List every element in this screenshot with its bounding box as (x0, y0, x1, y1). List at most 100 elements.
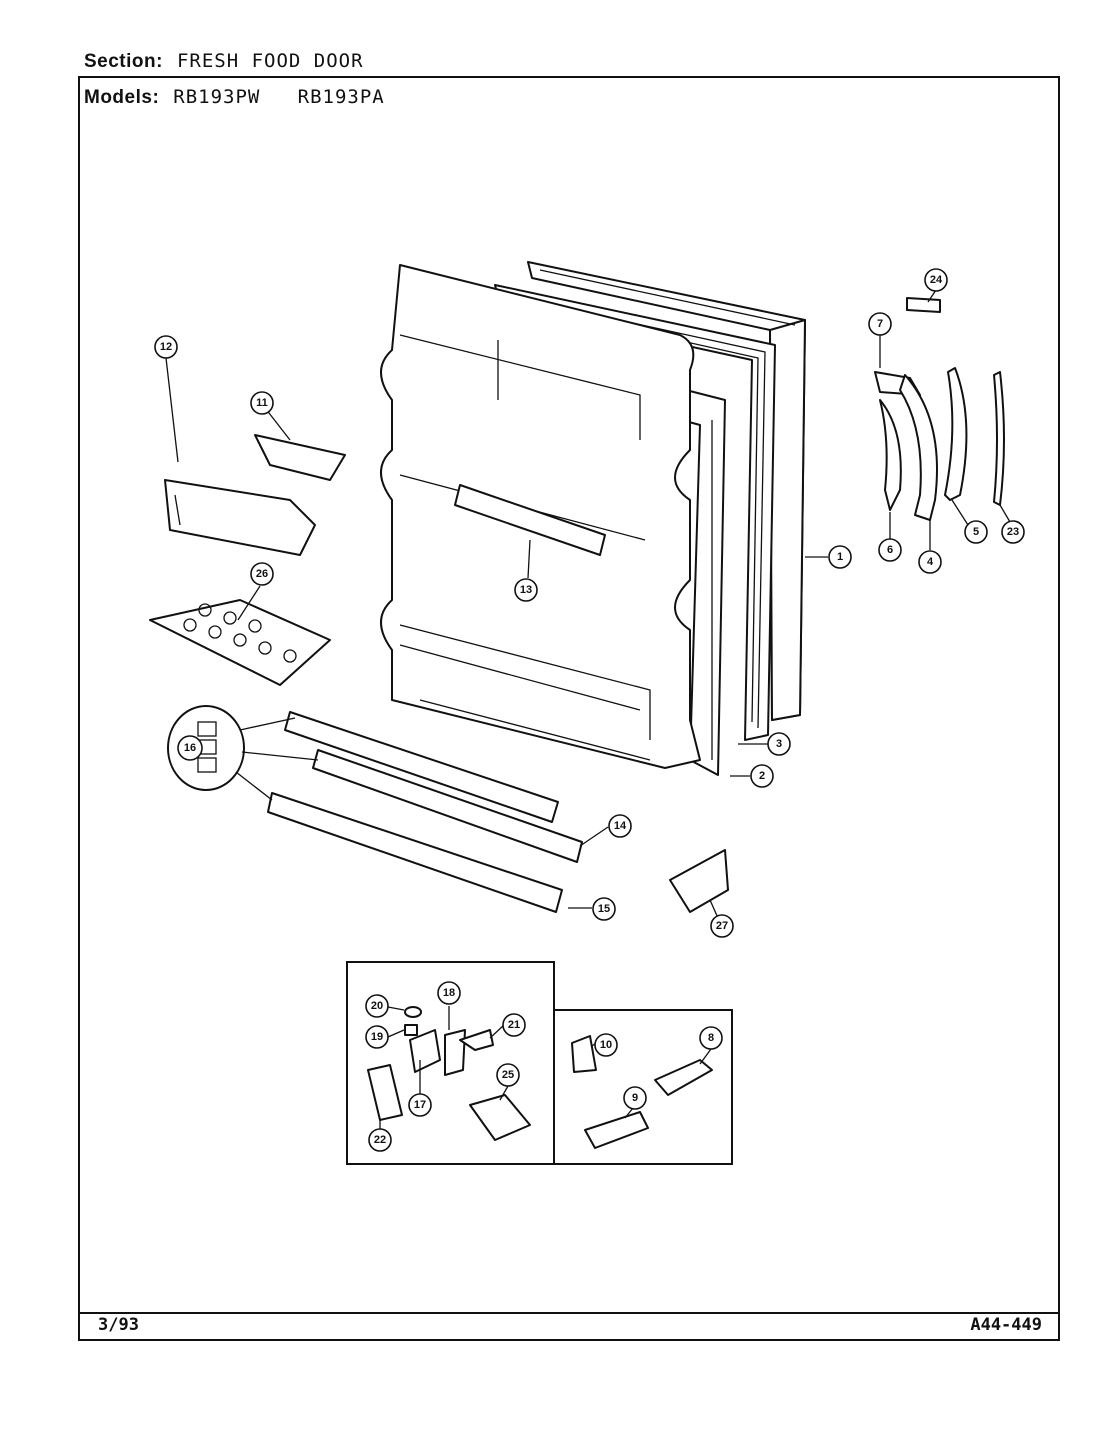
callout-24: 24 (924, 268, 948, 292)
callout-circle (918, 550, 942, 574)
callout-15: 15 (592, 897, 616, 921)
callout-labels: 1234567891011121314151617181920212223242… (154, 268, 1025, 1152)
callout-number: 23 (1007, 526, 1019, 538)
egg-tray (149, 599, 331, 686)
section-label: Section: (84, 51, 163, 72)
callout-12: 12 (154, 335, 178, 359)
callout-circle (365, 994, 389, 1018)
callout-number: 24 (930, 274, 943, 286)
models-value: RB193PW RB193PA (173, 86, 385, 108)
callout-circle (496, 1063, 520, 1087)
revision-date: 3/93 (98, 1315, 139, 1335)
callout-number: 17 (414, 1099, 426, 1111)
callout-circle (437, 981, 461, 1005)
butter-door (254, 434, 346, 481)
callout-21: 21 (502, 1013, 526, 1037)
callout-circle (250, 562, 274, 586)
callout-number: 15 (598, 903, 610, 915)
door-stop (669, 849, 729, 913)
callout-number: 2 (759, 770, 765, 782)
diagram-part-number: A44-449 (970, 1315, 1042, 1335)
callout-number: 1 (837, 551, 843, 563)
footer-divider (78, 1312, 1060, 1314)
diagram-frame (78, 76, 1060, 1341)
callout-4: 4 (918, 550, 942, 574)
callout-circle (250, 391, 274, 415)
callout-19: 19 (365, 1025, 389, 1049)
callout-number: 20 (371, 1000, 383, 1012)
callout-10: 10 (594, 1033, 618, 1057)
callout-circle (514, 578, 538, 602)
callout-number: 19 (371, 1031, 383, 1043)
door-handle-parts (874, 297, 1005, 521)
callout-number: 14 (614, 820, 627, 832)
callout-circle (623, 1086, 647, 1110)
callout-14: 14 (608, 814, 632, 838)
callout-number: 10 (600, 1039, 612, 1051)
callout-27: 27 (710, 914, 734, 938)
callout-20: 20 (365, 994, 389, 1018)
callout-circle (868, 312, 892, 336)
callout-13: 13 (514, 578, 538, 602)
callout-9: 9 (623, 1086, 647, 1110)
callout-circle (699, 1026, 723, 1050)
callout-circle (878, 538, 902, 562)
callout-circle (750, 764, 774, 788)
callout-16: 16 (177, 735, 203, 761)
section-header: Section: FRESH FOOD DOOR (84, 50, 364, 73)
callout-circle (608, 814, 632, 838)
callout-circle (408, 1093, 432, 1117)
hinge-parts-inset (346, 961, 733, 1165)
door-shelf-bars (267, 711, 583, 913)
callout-number: 8 (708, 1032, 714, 1044)
callout-number: 4 (927, 556, 934, 568)
callout-number: 6 (887, 544, 893, 556)
callout-17: 17 (408, 1093, 432, 1117)
callout-22: 22 (368, 1128, 392, 1152)
callout-circle (154, 335, 178, 359)
callout-23: 23 (1001, 520, 1025, 544)
callout-circle (177, 735, 203, 761)
callout-number: 26 (256, 568, 268, 580)
callout-circle (1001, 520, 1025, 544)
models-header: Models: RB193PW RB193PA (84, 86, 385, 109)
callout-circle (368, 1128, 392, 1152)
callout-7: 7 (868, 312, 892, 336)
callout-circle (365, 1025, 389, 1049)
callout-circle (502, 1013, 526, 1037)
callout-number: 13 (520, 584, 532, 596)
callout-number: 21 (508, 1019, 520, 1031)
callout-circle (924, 268, 948, 292)
callout-5: 5 (964, 520, 988, 544)
shelf-end-cap-detail (167, 705, 319, 801)
door-rack (454, 484, 606, 556)
callout-number: 12 (160, 341, 172, 353)
callout-circle (710, 914, 734, 938)
callout-number: 11 (256, 397, 268, 409)
callout-1: 1 (828, 545, 852, 569)
callout-circle (592, 897, 616, 921)
callout-number: 18 (443, 987, 455, 999)
callout-3: 3 (767, 732, 791, 756)
callout-number: 16 (184, 742, 196, 754)
callout-25: 25 (496, 1063, 520, 1087)
callout-number: 25 (502, 1069, 514, 1081)
callout-number: 22 (374, 1134, 386, 1146)
callout-number: 5 (973, 526, 979, 538)
callout-26: 26 (250, 562, 274, 586)
callout-number: 9 (632, 1092, 638, 1104)
callout-11: 11 (250, 391, 274, 415)
callout-circle (964, 520, 988, 544)
callout-number: 3 (776, 738, 782, 750)
models-label: Models: (84, 87, 160, 108)
callout-circle (828, 545, 852, 569)
callout-8: 8 (699, 1026, 723, 1050)
callout-18: 18 (437, 981, 461, 1005)
callout-2: 2 (750, 764, 774, 788)
section-value: FRESH FOOD DOOR (176, 50, 364, 72)
callout-circle (767, 732, 791, 756)
callout-number: 27 (716, 920, 728, 932)
butter-compartment (164, 479, 316, 556)
callout-6: 6 (878, 538, 902, 562)
